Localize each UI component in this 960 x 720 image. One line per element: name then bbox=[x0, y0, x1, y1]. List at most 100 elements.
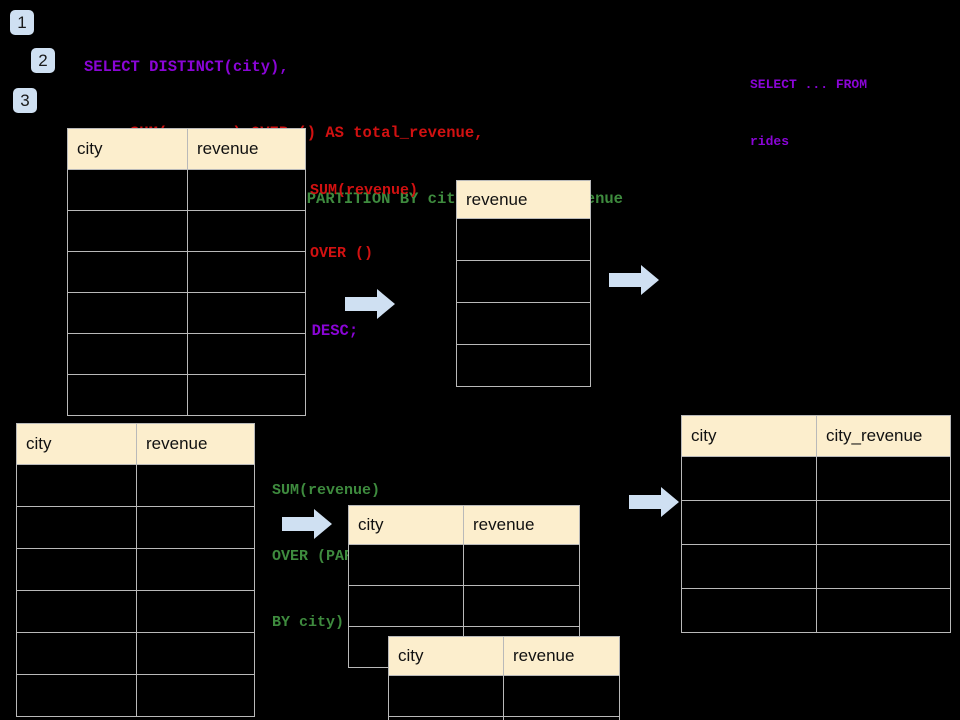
table-cell bbox=[67, 210, 188, 252]
table-rides-bottom-header-revenue: revenue bbox=[136, 423, 255, 465]
table-rides-top: city revenue bbox=[67, 128, 306, 416]
table-cell bbox=[816, 456, 951, 501]
table-row bbox=[348, 585, 580, 627]
table-partition-a-header-revenue: revenue bbox=[463, 505, 580, 545]
table-row bbox=[16, 632, 255, 675]
table-row bbox=[67, 251, 306, 293]
table-cell bbox=[388, 675, 504, 717]
table-cell bbox=[456, 302, 591, 345]
table-result-header-city: city bbox=[681, 415, 817, 457]
table-row bbox=[16, 464, 255, 507]
step-badge-2-label: 2 bbox=[38, 51, 48, 70]
table-cell bbox=[456, 218, 591, 261]
table-partition-a-header-row: city revenue bbox=[348, 505, 580, 545]
table-result-header-city-revenue: city_revenue bbox=[816, 415, 951, 457]
table-row bbox=[16, 548, 255, 591]
step-badge-3: 3 bbox=[13, 88, 37, 113]
table-row bbox=[388, 675, 620, 717]
table-cell bbox=[16, 590, 137, 633]
table-total-revenue-body bbox=[456, 218, 591, 387]
table-row bbox=[681, 544, 951, 589]
table-cell bbox=[67, 333, 188, 375]
step-badge-3-label: 3 bbox=[20, 91, 30, 110]
table-row bbox=[16, 506, 255, 549]
table-partition-b-header-revenue: revenue bbox=[503, 636, 620, 676]
table-cell bbox=[503, 716, 620, 720]
annotation-select-from-rides-line1: SELECT ... FROM bbox=[750, 77, 868, 92]
annotation-sum-over-empty: SUM(revenue) OVER () bbox=[310, 138, 418, 306]
table-cell bbox=[681, 500, 817, 545]
table-row bbox=[681, 456, 951, 501]
table-total-revenue-header-row: revenue bbox=[456, 180, 591, 219]
table-cell bbox=[67, 251, 188, 293]
arrow-rides-to-total bbox=[345, 288, 395, 325]
table-cell bbox=[187, 210, 306, 252]
annotation-select-from-rides-line2: rides bbox=[750, 134, 790, 149]
table-cell bbox=[681, 544, 817, 589]
table-cell bbox=[16, 506, 137, 549]
table-row bbox=[456, 260, 591, 303]
table-cell bbox=[187, 292, 306, 334]
table-cell bbox=[136, 506, 255, 549]
table-result: city city_revenue bbox=[681, 415, 951, 633]
arrow-total-to-result bbox=[609, 264, 659, 301]
table-row bbox=[456, 302, 591, 345]
table-cell bbox=[16, 464, 137, 507]
arrow-partition-to-result bbox=[629, 486, 679, 523]
annotation-select-from-rides: SELECT ... FROM rides bbox=[750, 37, 867, 189]
table-cell bbox=[136, 632, 255, 675]
table-cell bbox=[348, 544, 464, 586]
table-rides-top-header-revenue: revenue bbox=[187, 128, 306, 170]
table-row bbox=[456, 344, 591, 387]
table-partition-b: city revenue bbox=[388, 636, 620, 720]
annotation-sum-over-partition-line3: BY city) bbox=[272, 614, 345, 631]
table-cell bbox=[67, 169, 188, 211]
table-row bbox=[67, 292, 306, 334]
table-cell bbox=[136, 590, 255, 633]
table-row bbox=[67, 210, 306, 252]
table-cell bbox=[348, 585, 464, 627]
table-row bbox=[16, 674, 255, 717]
table-total-revenue: revenue bbox=[456, 180, 591, 387]
table-row bbox=[67, 333, 306, 375]
table-row bbox=[348, 544, 580, 586]
table-cell bbox=[503, 675, 620, 717]
table-row bbox=[67, 374, 306, 416]
table-result-header-row: city city_revenue bbox=[681, 415, 951, 457]
annotation-sum-over-empty-line1: SUM(revenue) bbox=[310, 182, 419, 199]
table-row bbox=[456, 218, 591, 261]
table-row bbox=[16, 590, 255, 633]
table-cell bbox=[816, 544, 951, 589]
step-badge-1-label: 1 bbox=[17, 13, 27, 32]
step-badge-1: 1 bbox=[10, 10, 34, 35]
step-badge-2: 2 bbox=[31, 48, 55, 73]
table-rides-bottom-header-city: city bbox=[16, 423, 137, 465]
table-partition-b-header-row: city revenue bbox=[388, 636, 620, 676]
table-cell bbox=[16, 632, 137, 675]
table-cell bbox=[67, 374, 188, 416]
table-cell bbox=[16, 548, 137, 591]
table-cell bbox=[187, 251, 306, 293]
table-rides-top-body bbox=[67, 169, 306, 416]
table-row bbox=[388, 716, 620, 720]
table-cell bbox=[456, 260, 591, 303]
table-cell bbox=[187, 374, 306, 416]
annotation-sum-over-empty-line2: OVER () bbox=[310, 245, 374, 262]
table-cell bbox=[67, 292, 188, 334]
table-row bbox=[681, 500, 951, 545]
annotation-sum-over-partition-line1: SUM(revenue) bbox=[272, 482, 381, 499]
table-partition-a-header-city: city bbox=[348, 505, 464, 545]
table-rides-top-header-city: city bbox=[67, 128, 188, 170]
sql-line-1: SELECT DISTINCT(city), bbox=[84, 58, 289, 76]
table-cell bbox=[136, 548, 255, 591]
table-partition-b-body bbox=[388, 675, 620, 720]
table-rides-bottom-body bbox=[16, 464, 255, 717]
table-cell bbox=[16, 674, 137, 717]
table-cell bbox=[136, 674, 255, 717]
table-cell bbox=[816, 588, 951, 633]
table-cell bbox=[463, 585, 580, 627]
table-result-body bbox=[681, 456, 951, 633]
table-rides-bottom: city revenue bbox=[16, 423, 255, 717]
table-rides-top-header-row: city revenue bbox=[67, 128, 306, 170]
